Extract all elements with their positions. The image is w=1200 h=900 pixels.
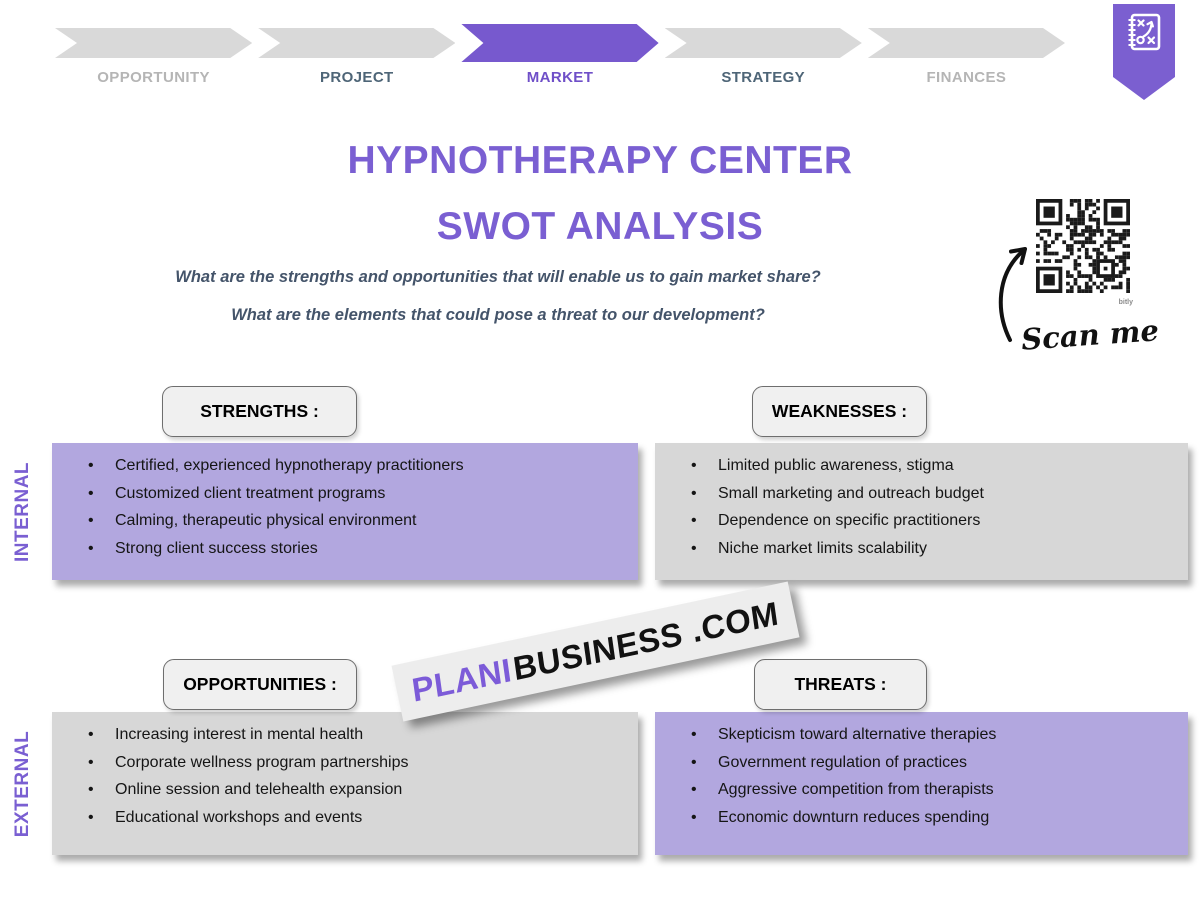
swot-bullet-item: Government regulation of practices bbox=[691, 749, 1188, 777]
weaknesses-list: Limited public awareness, stigma Small m… bbox=[691, 452, 1188, 562]
stepper-step-finances[interactable]: FINANCES bbox=[868, 28, 1065, 86]
subtitle-line-1: What are the strengths and opportunities… bbox=[175, 268, 821, 286]
swot-bullet-item: Dependence on specific practitioners bbox=[691, 507, 1188, 535]
stepper-step-label: MARKET bbox=[526, 69, 594, 86]
swot-bullet-item: Calming, therapeutic physical environmen… bbox=[88, 507, 638, 535]
chevron-shape bbox=[665, 28, 862, 58]
swot-bullet-item: Corporate wellness program partnerships bbox=[88, 749, 638, 777]
chevron-shape bbox=[868, 28, 1065, 58]
opportunities-list: Increasing interest in mental health Cor… bbox=[88, 721, 638, 831]
threats-header-pill: THREATS : bbox=[754, 659, 927, 710]
watermark-text: PLANIBUSINESS.COM bbox=[410, 594, 782, 710]
swot-bullet-item: Strong client success stories bbox=[88, 535, 638, 563]
opportunities-title: OPPORTUNITIES : bbox=[183, 674, 337, 694]
stepper-step-project[interactable]: PROJECT bbox=[258, 28, 455, 86]
qr-code-image bbox=[1036, 199, 1130, 293]
chevron-shape bbox=[461, 24, 658, 62]
swot-bullet-item: Educational workshops and events bbox=[88, 804, 638, 832]
stepper-step-strategy[interactable]: STRATEGY bbox=[665, 28, 862, 86]
subtitle-line-2: What are the elements that could pose a … bbox=[231, 306, 765, 324]
stepper-step-label: FINANCES bbox=[926, 69, 1007, 86]
opportunities-header-pill: OPPORTUNITIES : bbox=[163, 659, 357, 710]
qr-provider-label: bitly bbox=[1118, 299, 1133, 306]
swot-bullet-item: Online session and telehealth expansion bbox=[88, 776, 638, 804]
chevron-shape bbox=[55, 28, 252, 58]
watermark-banner: PLANIBUSINESS.COM bbox=[391, 581, 800, 722]
strengths-title: STRENGTHS : bbox=[200, 401, 319, 421]
threats-box: Skepticism toward alternative therapies … bbox=[655, 712, 1188, 855]
strategy-playbook-icon bbox=[1128, 13, 1161, 51]
watermark-part-plani: PLANI bbox=[409, 650, 515, 709]
threats-list: Skepticism toward alternative therapies … bbox=[691, 721, 1188, 831]
row-label-internal: INTERNAL bbox=[12, 461, 33, 562]
stepper-step-label: PROJECT bbox=[319, 69, 394, 86]
stepper-step-market[interactable]: MARKET bbox=[461, 28, 658, 86]
weaknesses-title: WEAKNESSES : bbox=[771, 401, 908, 421]
swot-bullet-item: Limited public awareness, stigma bbox=[691, 452, 1188, 480]
title-line-2: SWOT ANALYSIS bbox=[436, 205, 764, 248]
swot-bullet-item: Certified, experienced hypnotherapy prac… bbox=[88, 452, 638, 480]
weaknesses-header-pill: WEAKNESSES : bbox=[752, 386, 927, 437]
swot-bullet-item: Increasing interest in mental health bbox=[88, 721, 638, 749]
row-label-external: EXTERNAL bbox=[12, 730, 33, 837]
strengths-list: Certified, experienced hypnotherapy prac… bbox=[88, 452, 638, 562]
title-line-1: HYPNOTHERAPY CENTER bbox=[347, 139, 853, 182]
stepper-step-label: STRATEGY bbox=[721, 69, 806, 86]
threats-title: THREATS : bbox=[794, 674, 887, 694]
qr-card: bitly bbox=[1028, 192, 1138, 312]
swot-bullet-item: Small marketing and outreach budget bbox=[691, 480, 1188, 508]
swot-bullet-item: Skepticism toward alternative therapies bbox=[691, 721, 1188, 749]
swot-bullet-item: Aggressive competition from therapists bbox=[691, 776, 1188, 804]
swot-bullet-item: Economic downturn reduces spending bbox=[691, 804, 1188, 832]
page-title: HYPNOTHERAPY CENTER SWOT ANALYSIS bbox=[0, 128, 1200, 260]
watermark-part-com: .COM bbox=[689, 593, 782, 649]
swot-bullet-item: Niche market limits scalability bbox=[691, 535, 1188, 563]
progress-stepper: OPPORTUNITY PROJECT MARKET STRATEGY FINA… bbox=[55, 28, 1065, 86]
strengths-box: Certified, experienced hypnotherapy prac… bbox=[52, 443, 638, 580]
swot-bullet-item: Customized client treatment programs bbox=[88, 480, 638, 508]
watermark-part-business: BUSINESS bbox=[510, 614, 686, 687]
stepper-step-label: OPPORTUNITY bbox=[97, 69, 210, 86]
chevron-shape bbox=[258, 28, 455, 58]
scan-me-arrow-icon bbox=[998, 247, 1027, 342]
bookmark-ribbon bbox=[1113, 4, 1175, 100]
opportunities-box: Increasing interest in mental health Cor… bbox=[52, 712, 638, 855]
weaknesses-box: Limited public awareness, stigma Small m… bbox=[655, 443, 1188, 580]
stepper-step-opportunity[interactable]: OPPORTUNITY bbox=[55, 28, 252, 86]
strengths-header-pill: STRENGTHS : bbox=[162, 386, 357, 437]
subtitle: What are the strengths and opportunities… bbox=[0, 258, 996, 334]
